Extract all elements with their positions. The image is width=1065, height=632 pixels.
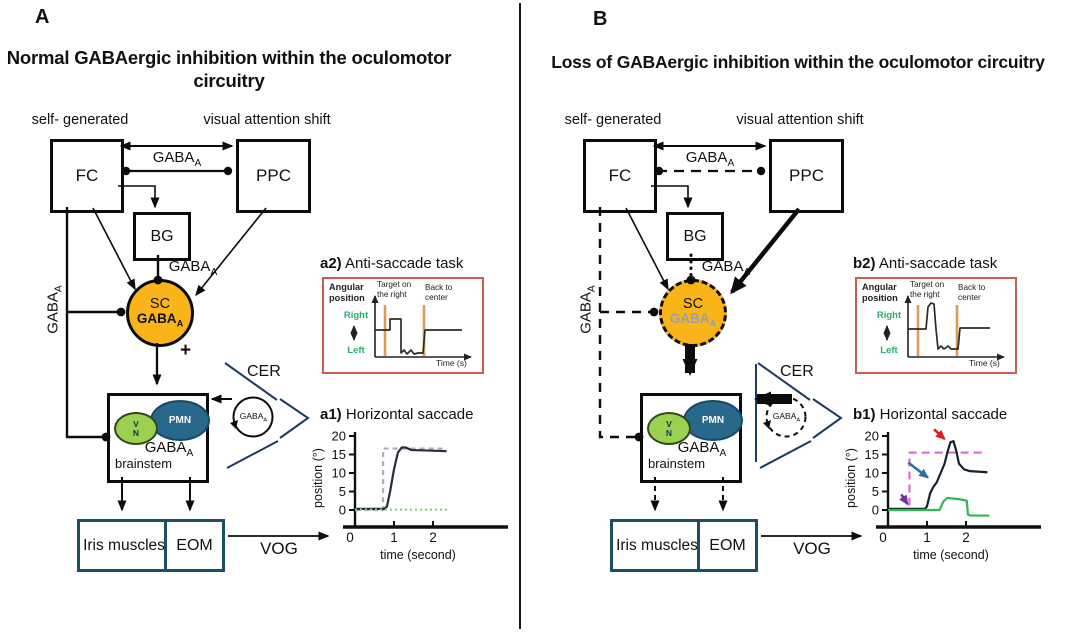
- svg-text:10: 10: [332, 466, 346, 481]
- fc-inhibitory-trunk: [65, 207, 103, 439]
- b1-x-axis-label: time (second): [913, 548, 989, 562]
- a1-x-axis-label: time (second): [380, 548, 456, 562]
- vn-node: V N: [647, 412, 691, 445]
- vog-label: VOG: [260, 539, 298, 558]
- eom-box: EOM: [697, 519, 758, 572]
- vn-node: V N: [114, 412, 158, 445]
- gaba-loop-label: GABAA: [239, 411, 268, 424]
- angular-position-label: Angular position: [329, 282, 365, 303]
- time-axis-label: Time (s): [436, 358, 467, 368]
- target-on-right-label: Target on the right: [910, 280, 945, 299]
- svg-text:0: 0: [872, 503, 879, 518]
- inset-a2-title: a2) Anti-saccade task: [320, 255, 464, 272]
- a2-task-plot: [350, 295, 472, 361]
- brainstem-label: brainstem: [648, 456, 706, 471]
- svg-text:2: 2: [962, 530, 970, 545]
- eom-box: EOM: [164, 519, 225, 572]
- inset-b2-title: b2) Anti-saccade task: [853, 255, 998, 272]
- gaba-a-label-vertical: GABAA: [44, 285, 65, 334]
- fc-sc-arrow: [92, 207, 136, 291]
- fc-box: FC: [50, 139, 124, 213]
- visual-attention-shift-label: visual attention shift: [736, 112, 864, 128]
- svg-text:2: 2: [429, 530, 437, 545]
- time-axis-label: Time (s): [969, 358, 1000, 368]
- gaba-a-label-vertical: GABAA: [577, 285, 598, 334]
- pmn-node: PMN: [150, 400, 210, 441]
- sc-gaba-label: GABAA: [669, 310, 717, 329]
- svg-text:0: 0: [346, 530, 354, 545]
- iris-muscles-box: Iris muscles: [77, 519, 171, 572]
- plus-sign: +: [180, 340, 192, 361]
- panel-b-title: Loss of GABAergic inhibition within the …: [551, 52, 1045, 72]
- brainstem-gaba-label: GABAA: [677, 439, 727, 459]
- target-on-right-label: Target on the right: [377, 280, 412, 299]
- chart-a1-title: a1) Horizontal saccade: [320, 406, 474, 423]
- chart-b1-title: b1) Horizontal saccade: [853, 406, 1008, 423]
- angular-position-label: Angular position: [862, 282, 898, 303]
- left-label: Left: [347, 345, 365, 356]
- inset-b2-antisaccade: Angular position Target on the right Bac…: [855, 277, 1017, 374]
- gaba-a-label-bg-sc: GABAA: [701, 258, 751, 278]
- svg-text:20: 20: [865, 429, 879, 444]
- b1-horizontal-saccade-chart: 20 15 10 5 00 1 2: [865, 428, 1041, 545]
- svg-text:5: 5: [339, 484, 346, 499]
- svg-text:15: 15: [332, 447, 346, 462]
- iris-muscles-box: Iris muscles: [610, 519, 704, 572]
- panel-a-title: Normal GABAergic inhibition within the o…: [6, 47, 452, 91]
- gaba-a-label-fc-ppc: GABAA: [147, 149, 207, 169]
- svg-text:0: 0: [339, 503, 346, 518]
- right-label: Right: [343, 310, 369, 321]
- cer-label: CER: [780, 363, 814, 380]
- sc-node: SC GABAA: [659, 279, 727, 347]
- panel-divider: [519, 3, 521, 629]
- gaba-a-label-bg-sc: GABAA: [168, 258, 218, 278]
- a1-y-axis-label: position (°): [311, 448, 325, 508]
- b2-task-plot: [883, 295, 1005, 361]
- pmn-node: PMN: [683, 400, 743, 441]
- svg-text:0: 0: [879, 530, 887, 545]
- b1-y-axis-label: position (°): [844, 448, 858, 508]
- svg-text:1: 1: [390, 530, 398, 545]
- gaba-loop-label: GABAA: [772, 411, 801, 424]
- bg-box: BG: [666, 212, 724, 261]
- svg-text:1: 1: [923, 530, 931, 545]
- svg-text:20: 20: [332, 429, 346, 444]
- brainstem-box: PMN V N GABAA brainstem: [640, 393, 743, 483]
- panel-a: A Normal GABAergic inhibition within the…: [0, 0, 532, 632]
- ppc-box: PPC: [236, 139, 311, 213]
- sc-gaba-label: GABAA: [136, 310, 184, 329]
- back-to-center-label: Back to center: [958, 283, 986, 302]
- svg-text:15: 15: [865, 447, 879, 462]
- fc-inhibitory-trunk-dashed: [598, 207, 636, 439]
- left-label: Left: [880, 345, 898, 356]
- ppc-sc-arrow: [195, 207, 267, 297]
- gaba-a-label-fc-ppc: GABAA: [680, 149, 740, 169]
- svg-text:10: 10: [865, 466, 879, 481]
- back-to-center-label: Back to center: [425, 283, 453, 302]
- vog-label: VOG: [793, 539, 831, 558]
- bg-box: BG: [133, 212, 191, 261]
- visual-attention-shift-label: visual attention shift: [203, 112, 331, 128]
- brainstem-box: PMN V N GABAA brainstem: [107, 393, 210, 483]
- right-label: Right: [876, 310, 902, 321]
- fc-sc-arrow: [625, 207, 669, 291]
- svg-text:5: 5: [872, 484, 879, 499]
- panel-b-letter: B: [593, 8, 608, 30]
- sc-node: SC GABAA: [126, 279, 194, 347]
- brainstem-label: brainstem: [115, 456, 173, 471]
- a1-horizontal-saccade-chart: 20 15 10 5 00 1 2: [332, 429, 508, 545]
- self-generated-label: self- generated: [31, 112, 129, 128]
- brainstem-gaba-label: GABAA: [144, 439, 194, 459]
- fc-box: FC: [583, 139, 657, 213]
- ppc-sc-thick-arrow: [730, 207, 801, 295]
- cer-label: CER: [247, 363, 281, 380]
- inset-a2-antisaccade: Angular position Target on the right Bac…: [322, 277, 484, 374]
- panel-b: B Loss of GABAergic inhibition within th…: [533, 0, 1065, 632]
- ppc-box: PPC: [769, 139, 844, 213]
- self-generated-label: self- generated: [564, 112, 662, 128]
- panel-a-letter: A: [35, 6, 50, 28]
